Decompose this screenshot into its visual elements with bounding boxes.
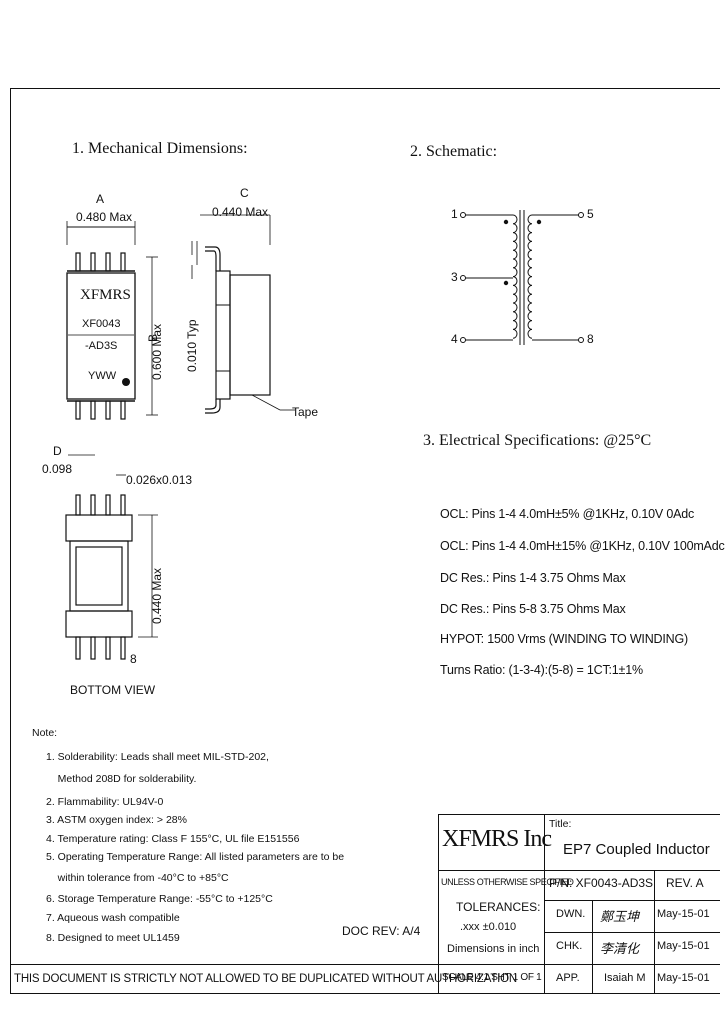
mechanical-heading: 1. Mechanical Dimensions: [72,140,248,157]
lead-size-label: 0.026x0.013 [126,473,193,487]
dim-b-value: 0.600 Max [150,323,164,380]
dimensions-in: Dimensions in inch [447,943,540,955]
schematic-pin5: 5 [587,207,594,221]
sheet-top-border [10,88,720,89]
bottom-view-label: BOTTOM VIEW [70,683,156,697]
tolerance-value: .xxx ±0.010 [460,921,517,933]
sheet-left-border [10,88,11,968]
title-block [438,814,720,994]
electrical-heading: 3. Electrical Specifications: @25°C [423,432,652,449]
note-item: within tolerance from -40°C to +85°C [46,872,229,884]
dwn-date: May-15-01 [657,908,710,920]
unless-specified: UNLESS OTHERWISE SPECIFIED [441,877,574,887]
note-item: Method 208D for solderability. [46,773,197,785]
app-name: Isaiah M [604,972,646,984]
spec-dcr-primary: DC Res.: Pins 1-4 3.75 Ohms Max [440,571,626,585]
dim-c-value: 0.440 Max [212,205,269,219]
dim-d-value: 0.098 [42,462,73,476]
dim-a-value: 0.480 Max [76,210,133,224]
notes-title: Note: [32,727,58,739]
footer-warning: THIS DOCUMENT IS STRICTLY NOT ALLOWED TO… [14,973,518,985]
note-item: 6. Storage Temperature Range: -55°C to +… [46,893,273,905]
dim-c-label: C [240,186,249,200]
schematic-pin8: 8 [587,332,594,346]
mechanical-drawing [65,214,295,660]
note-item: 8. Designed to meet UL1459 [46,932,180,944]
schematic-heading: 2. Schematic: [410,143,498,160]
title-value: EP7 Coupled Inductor [563,841,710,858]
tb-hline-title [438,870,720,871]
schematic-diagram [460,210,584,345]
scale-sheet: SCALE 4:1 SHT 1 OF 1 [442,972,542,983]
tolerances-label: TOLERANCES: [456,900,541,914]
app-date: May-15-01 [657,972,710,984]
dwn-name: 鄭玉坤 [600,909,640,924]
note-item: 2. Flammability: UL94V-0 [46,796,164,808]
spec-turns-ratio: Turns Ratio: (1-3-4):(5-8) = 1CT:1±1% [440,663,643,677]
note-item: 7. Aqueous wash compatible [46,912,180,924]
part-date: YWW [88,370,117,382]
dim-d-label: D [53,444,62,458]
chk-date: May-15-01 [657,940,710,952]
spec-ocl-0adc: OCL: Pins 1-4 4.0mH±5% @1KHz, 0.10V 0Adc [440,507,695,521]
revision: REV. A [666,876,704,890]
doc-revision: DOC REV: A/4 [342,924,421,938]
note-item: 4. Temperature rating: Class F 155°C, UL… [46,833,300,845]
part-brand: XFMRS [80,287,131,303]
tb-hline-chk [544,932,720,933]
app-label: APP. [556,972,580,984]
spec-dcr-secondary: DC Res.: Pins 5-8 3.75 Ohms Max [440,602,626,616]
chk-name: 李清化 [600,941,640,956]
chk-label: CHK. [556,940,583,952]
dim-a-label: A [96,192,105,206]
part-line2: -AD3S [85,340,118,352]
tape-label: Tape [292,405,319,419]
bottom-pin8-label: 8 [130,652,137,666]
company-name: XFMRS Inc [442,826,552,852]
schematic-pin4: 4 [451,332,458,346]
footer-frame [10,964,438,994]
note-item: 1. Solderability: Leads shall meet MIL-S… [46,751,269,763]
tb-hline-app [438,964,720,965]
dim-e-value: 0.440 Max [150,567,164,624]
tb-vline-3 [654,870,655,994]
spec-ocl-100madc: OCL: Pins 1-4 4.0mH±15% @1KHz, 0.10V 100… [440,539,725,553]
lead-typ-label: 0.010 Typ [185,319,199,373]
schematic-pin3: 3 [451,270,458,284]
dwn-label: DWN. [556,908,586,920]
part-line1: XF0043 [82,318,121,330]
tb-hline-dwn [544,900,720,901]
tb-vline-1 [544,814,545,994]
spec-hypot: HYPOT: 1500 Vrms (WINDING TO WINDING) [440,632,688,646]
title-label: Title: [549,818,572,830]
part-number: P/N: XF0043-AD3S [549,876,654,890]
tb-vline-2 [592,900,593,994]
schematic-pin1: 1 [451,207,458,221]
note-item: 5. Operating Temperature Range: All list… [46,851,345,863]
note-item: 3. ASTM oxygen index: > 28% [46,814,187,826]
